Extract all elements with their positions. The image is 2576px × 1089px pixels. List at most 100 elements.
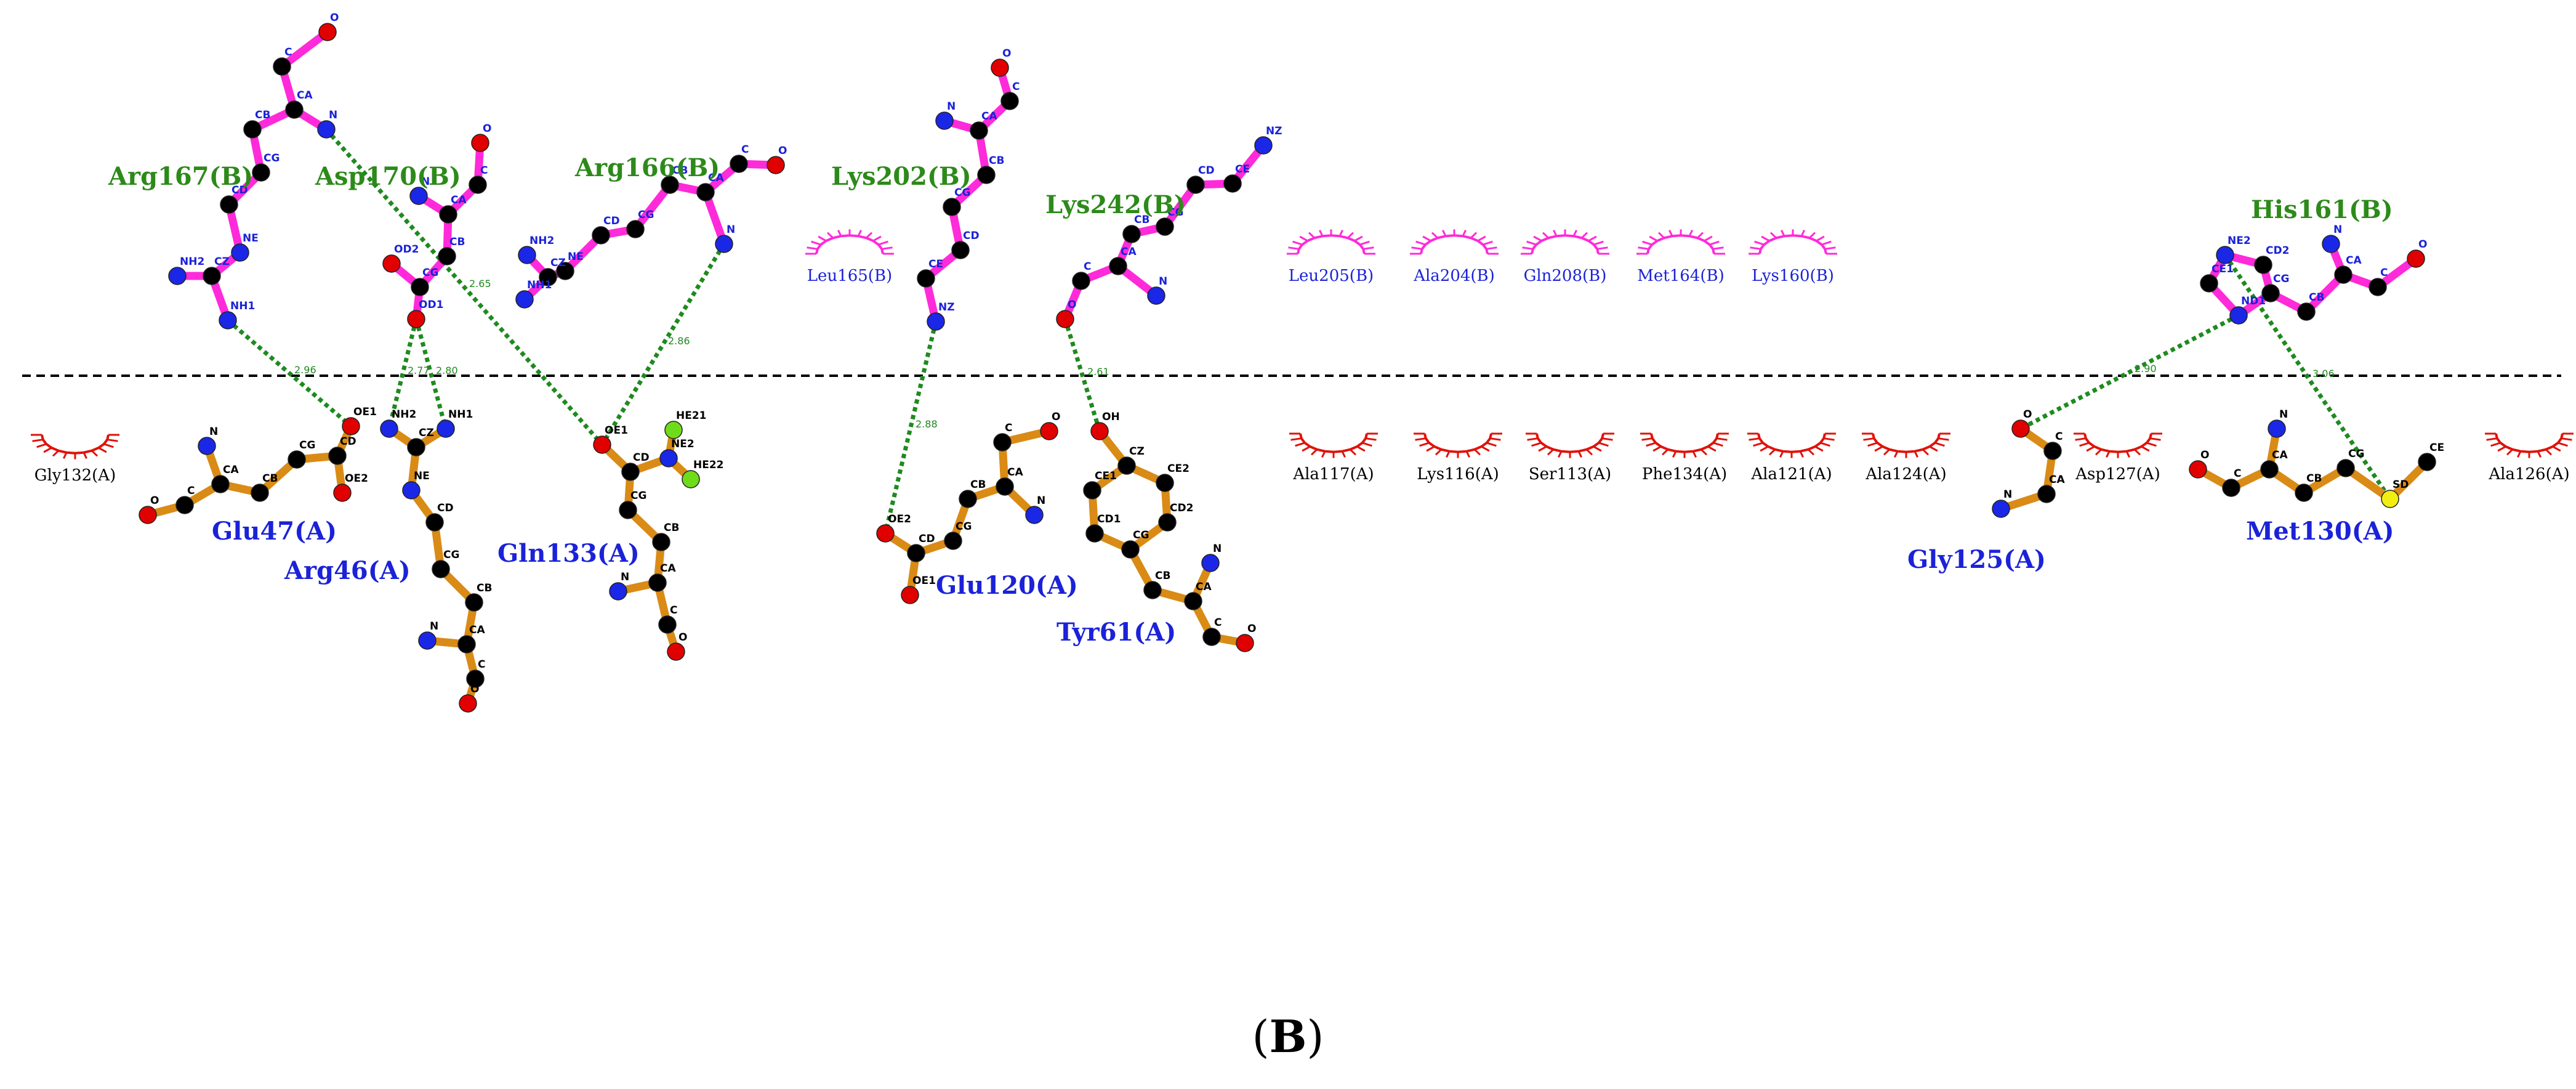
- atom: [382, 254, 401, 273]
- hydrophobic-spoke: [1601, 437, 1613, 441]
- hydrophobic-contact-0: Leu165(B): [805, 229, 894, 285]
- hydrophobic-spoke: [1526, 240, 1537, 246]
- atom-label: C: [1005, 422, 1012, 434]
- atom-label: N: [1213, 543, 1222, 555]
- panel-letter: B: [1269, 1010, 1307, 1063]
- atom: [466, 670, 485, 688]
- hbond-line-3: [324, 128, 604, 447]
- hydrophobic-spoke: [1754, 240, 1765, 246]
- hydrophobic-spoke: [1713, 442, 1723, 447]
- hydrophobic-arc: [2495, 433, 2564, 453]
- residue-label: Gln133(A): [497, 539, 640, 568]
- hydrophobic-spoke: [1486, 442, 1497, 447]
- hydrophobic-spoke: [1593, 445, 1602, 452]
- atom: [402, 481, 421, 500]
- hbond-distance-3: 2.65: [469, 278, 491, 289]
- atom-label: OE1: [353, 406, 377, 418]
- panel-label: (B): [0, 1010, 2576, 1063]
- atom-label: O: [2200, 449, 2209, 461]
- atom-label: C: [2234, 468, 2241, 480]
- atom-label: CA: [708, 172, 724, 184]
- atom: [621, 463, 640, 481]
- atom: [2381, 490, 2399, 508]
- hbond-distance-1: 2.77: [408, 365, 430, 376]
- atom: [425, 513, 444, 532]
- hbond-line-5: [883, 321, 938, 534]
- hydrophobic-spoke: [1426, 445, 1435, 452]
- hydrophobic-spoke: [1295, 442, 1305, 447]
- atom-label: CE1: [1095, 470, 1117, 482]
- atom: [970, 121, 988, 140]
- atom: [243, 120, 262, 139]
- residue-label: Arg46(A): [284, 556, 411, 585]
- hydrophobic-arc: [1758, 234, 1827, 254]
- hydrophobic-spoke: [1365, 437, 1377, 441]
- atom: [251, 484, 269, 502]
- hydrophobic-label: Asp127(A): [2075, 465, 2160, 484]
- atom: [2418, 453, 2436, 471]
- atom: [1143, 581, 1162, 599]
- atom-label: SD: [2393, 479, 2409, 491]
- atom-label: CG: [956, 520, 972, 533]
- hydrophobic-spoke: [1419, 442, 1430, 447]
- atom-label: CD2: [1170, 502, 1193, 514]
- atom-label: CG: [2348, 448, 2364, 460]
- atom-label: CB: [262, 472, 278, 485]
- atom-label: O: [1052, 411, 1060, 423]
- hydrophobic-arc: [41, 434, 110, 455]
- residue-labels: Arg167(B)Asp170(B)Arg166(B)Lys202(B)Lys2…: [108, 153, 2394, 647]
- hydrophobic-spoke: [1816, 235, 1825, 242]
- atom-label: C: [741, 144, 749, 156]
- hbond-distance-0: 2.96: [294, 364, 316, 376]
- atom-label: C: [2380, 267, 2388, 279]
- hydrophobic-spoke: [1533, 235, 1542, 242]
- atom: [318, 23, 337, 41]
- hydrophobic-spoke: [878, 240, 888, 246]
- atom: [288, 450, 306, 469]
- atom-label: CB: [449, 236, 465, 248]
- atom-label: CD: [437, 502, 454, 514]
- hydrophobic-spoke: [872, 235, 882, 242]
- atom-label: CZ: [550, 257, 566, 269]
- atom: [996, 477, 1014, 496]
- residue-label: Lys242(B): [1045, 190, 1186, 219]
- hydrophobic-label: Ala117(A): [1292, 465, 1374, 484]
- atom-label: CE: [928, 258, 943, 270]
- hydrophobic-spoke: [2490, 442, 2501, 447]
- atom-label: N: [2003, 488, 2012, 501]
- atom-label: CE: [1235, 163, 1250, 176]
- atom-label: C: [1084, 261, 1091, 273]
- hydrophobic-arc: [2083, 433, 2152, 453]
- hydrophobic-spoke: [1652, 445, 1662, 452]
- atom: [2297, 302, 2316, 321]
- atom-label: N: [947, 100, 956, 113]
- atom: [438, 247, 456, 265]
- atom: [2268, 419, 2286, 438]
- hydrophobic-contact-14: Ala126(A): [2485, 432, 2574, 484]
- atom: [1109, 257, 1127, 275]
- atom: [539, 268, 557, 286]
- atom-label: CZ: [214, 256, 230, 268]
- residue-label: Arg166(B): [574, 153, 720, 182]
- atom: [1072, 272, 1090, 290]
- residue-label: Tyr61(A): [1057, 618, 1176, 647]
- hydrophobic-spoke: [1362, 442, 1372, 447]
- hydrophobic-spoke: [1820, 442, 1830, 447]
- atom: [407, 438, 425, 456]
- atom-label: NE: [568, 251, 584, 263]
- atom-label: O: [1002, 47, 1011, 60]
- atom-label: CG: [443, 549, 459, 561]
- atom: [1090, 422, 1109, 440]
- atom: [439, 205, 457, 224]
- hydrophobic-label: Ala204(B): [1413, 267, 1495, 285]
- hydrophobic-spoke: [32, 439, 44, 442]
- atom-label: N: [421, 176, 430, 188]
- bond: [278, 28, 332, 71]
- atom: [1254, 136, 1273, 155]
- atom-label: C: [478, 658, 485, 671]
- atom-label: OE1: [605, 424, 628, 437]
